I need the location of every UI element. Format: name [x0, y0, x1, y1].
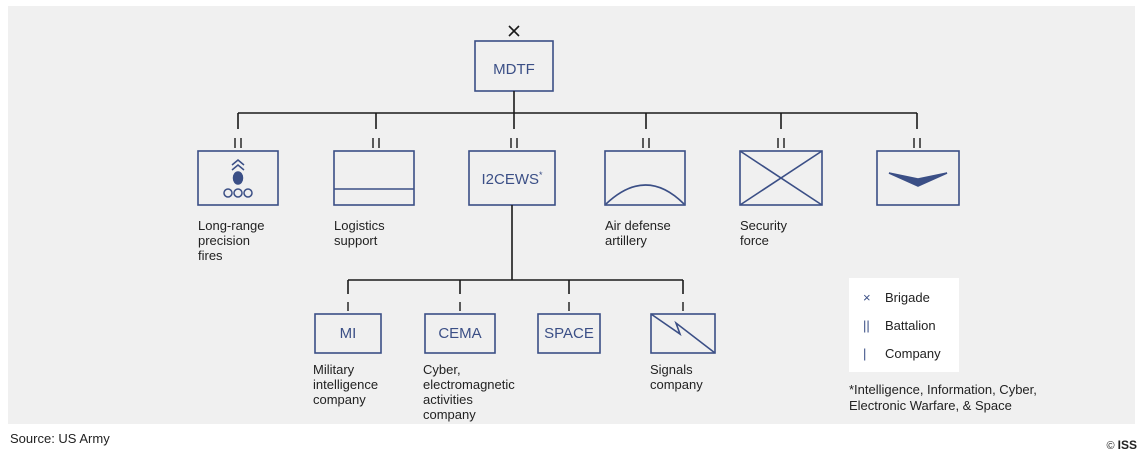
company-legend-icon: |	[863, 346, 867, 361]
legend-company: |Company	[863, 346, 941, 361]
iss-logo: ISS	[1117, 438, 1137, 452]
air-defense-box[interactable]	[604, 150, 686, 206]
battalion-legend-icon: ||	[863, 318, 870, 333]
aviation-box[interactable]	[876, 150, 960, 206]
battalion-symbols	[234, 138, 921, 148]
air-defense-icon	[605, 184, 685, 205]
mi-label: MI	[339, 325, 357, 342]
long-range-fires-box[interactable]	[197, 150, 279, 206]
legend: ×Brigade ||Battalion |Company	[849, 278, 959, 372]
legend-battalion: ||Battalion	[863, 318, 936, 333]
mdtf-label: MDTF	[493, 61, 535, 78]
cema-box[interactable]	[424, 313, 496, 354]
signals-caption: Signals company	[650, 362, 703, 392]
brigade-legend-icon: ×	[863, 290, 871, 305]
air-defense-caption: Air defense artillery	[605, 218, 671, 248]
cema-caption: Cyber, electromagnetic activities compan…	[423, 362, 515, 422]
copyright: © ISS	[1106, 438, 1137, 452]
i2cews-label: I2CEWS*	[481, 170, 543, 188]
brigade-symbol	[508, 25, 520, 37]
logistics-box[interactable]	[333, 150, 415, 206]
company-symbols	[347, 302, 684, 311]
cema-label: CEMA	[438, 325, 482, 342]
logistics-caption: Logistics support	[334, 218, 385, 248]
security-force-caption: Security force	[740, 218, 787, 248]
security-force-box[interactable]	[739, 150, 823, 206]
long-range-fires-icon	[223, 159, 253, 198]
long-range-fires-caption: Long-range precision fires	[198, 218, 265, 263]
signals-box[interactable]	[650, 313, 716, 354]
aviation-icon	[888, 172, 948, 187]
battalion-connectors	[237, 113, 918, 129]
space-box[interactable]	[537, 313, 601, 354]
security-force-icon	[739, 150, 823, 206]
legend-brigade: ×Brigade	[863, 290, 930, 305]
space-label: SPACE	[544, 325, 594, 342]
signals-icon	[650, 313, 716, 354]
mi-box[interactable]	[314, 313, 382, 354]
company-connectors	[347, 280, 684, 294]
source-note: Source: US Army	[10, 431, 110, 446]
footnote: *Intelligence, Information, Cyber, Elect…	[849, 382, 1037, 413]
mi-caption: Military intelligence company	[313, 362, 379, 407]
